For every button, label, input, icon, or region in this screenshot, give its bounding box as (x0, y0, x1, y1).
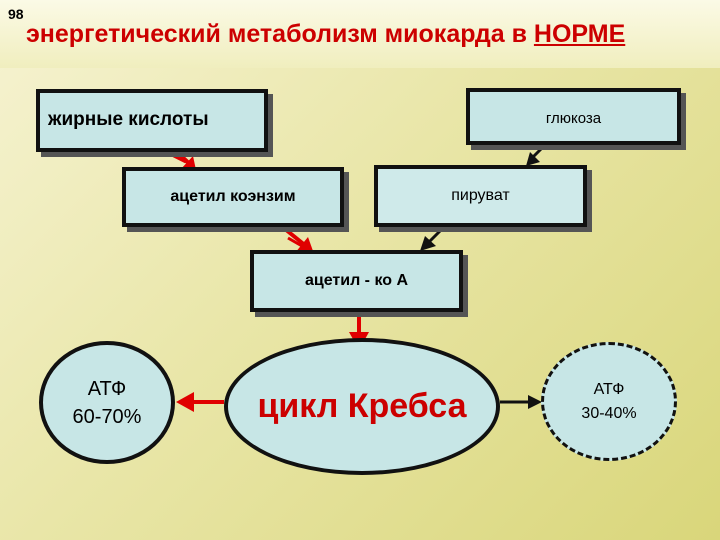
atp-right-label: АТФ (593, 380, 625, 398)
node-pyruvate-label: пируват (451, 187, 510, 204)
node-fatty-acids: жирные кислоты (36, 89, 268, 152)
node-pyruvate: пируват (374, 165, 587, 227)
node-atp-right: АТФ 30-40% (541, 342, 677, 461)
node-krebs-cycle: цикл Кребса (224, 338, 500, 475)
krebs-cycle-label: цикл Кребса (257, 387, 467, 425)
node-fatty-acids-label: жирные кислоты (48, 109, 209, 130)
slide-title: энергетический метаболизм миокарда в НОР… (26, 20, 625, 49)
arrow-pyruvate-to-acetyl-coa (420, 223, 448, 251)
atp-left-value: 60-70% (72, 405, 142, 428)
arrow-acetyl-coenzyme-to-acetyl-coa (278, 223, 313, 253)
arrow-glucose-to-pyruvate (526, 142, 548, 166)
node-glucose-label: глюкоза (545, 110, 602, 127)
node-acetyl-coa: ацетил - ко А (250, 250, 463, 312)
node-atp-left: АТФ 60-70% (39, 341, 175, 464)
slide-number: 98 (8, 6, 24, 22)
atp-left-label: АТФ (87, 377, 127, 400)
title-emphasis: НОРМЕ (533, 20, 626, 48)
title-band (0, 0, 720, 68)
arrow-krebs-to-atp-left (176, 392, 224, 412)
title-prefix: энергетический метаболизм миокарда в (26, 20, 534, 48)
node-acetyl-coenzyme: ацетил коэнзим (122, 167, 344, 227)
atp-right-value: 30-40% (581, 404, 637, 422)
node-acetyl-coenzyme-label: ацетил коэнзим (170, 188, 296, 205)
node-glucose: глюкоза (466, 88, 681, 145)
node-acetyl-coa-label: ацетил - ко А (304, 272, 409, 289)
arrow-krebs-to-atp-right (500, 395, 542, 409)
